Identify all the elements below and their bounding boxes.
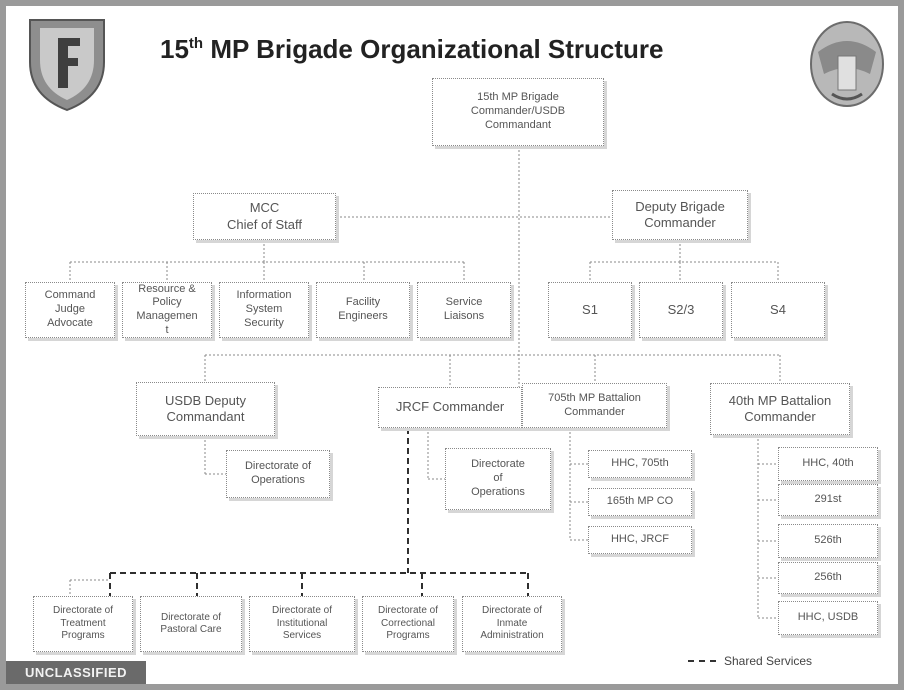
- legend-dash-sample: [688, 660, 716, 662]
- usdb-deputy-commandant-box: USDB Deputy Commandant: [136, 382, 275, 436]
- legend: Shared Services: [688, 653, 812, 669]
- s2-3-box: S2/3: [639, 282, 723, 338]
- information-system-security-box: Information System Security: [219, 282, 309, 338]
- directorate-pastoral-care: Directorate of Pastoral Care: [140, 596, 242, 652]
- shield-crest-icon: [29, 19, 105, 112]
- brigade-commander-box: 15th MP Brigade Commander/USDB Commandan…: [432, 78, 604, 146]
- facility-engineers-box: Facility Engineers: [316, 282, 410, 338]
- classification-banner: UNCLASSIFIED: [6, 661, 146, 684]
- s1-box: S1: [548, 282, 632, 338]
- eagle-crest-icon: [810, 21, 884, 107]
- company-256th: 256th: [778, 562, 878, 594]
- company-165th-mp-co: 165th MP CO: [588, 488, 692, 516]
- company-hhc-jrcf: HHC, JRCF: [588, 526, 692, 554]
- deputy-brigade-commander-box: Deputy Brigade Commander: [612, 190, 748, 240]
- jrcf-commander-box: JRCF Commander: [378, 387, 522, 428]
- chief-of-staff-box: MCC Chief of Staff: [193, 193, 336, 240]
- company-526th: 526th: [778, 524, 878, 558]
- directorate-treatment-programs: Directorate of Treatment Programs: [33, 596, 133, 652]
- legend-label: Shared Services: [724, 654, 813, 668]
- s4-box: S4: [731, 282, 825, 338]
- service-liaisons-box: Service Liaisons: [417, 282, 511, 338]
- company-hhc-usdb: HHC, USDB: [778, 601, 878, 635]
- directorate-correctional-programs: Directorate of Correctional Programs: [362, 596, 454, 652]
- directorate-of-operations-box: Directorate of Operations: [226, 450, 330, 498]
- directorate-of-operations-jrcf-box: Directorate of Operations: [445, 448, 551, 510]
- directorate-institutional-services: Directorate of Institutional Services: [249, 596, 355, 652]
- resource-policy-box: Resource & Policy Managemen t: [122, 282, 212, 338]
- company-hhc-40th: HHC, 40th: [778, 447, 878, 481]
- directorate-inmate-administration: Directorate of Inmate Administration: [462, 596, 562, 652]
- 40th-battalion-commander-box: 40th MP Battalion Commander: [710, 383, 850, 435]
- 705th-battalion-commander-box: 705th MP Battalion Commander: [522, 383, 667, 428]
- page-title: 15th MP Brigade Organizational Structure: [160, 34, 664, 64]
- command-judge-advocate-box: Command Judge Advocate: [25, 282, 115, 338]
- company-hhc-705th: HHC, 705th: [588, 450, 692, 478]
- company-291st: 291st: [778, 484, 878, 516]
